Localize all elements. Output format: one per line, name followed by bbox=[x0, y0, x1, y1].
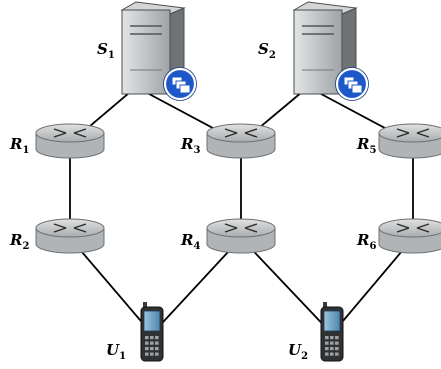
link-r4-u1 bbox=[151, 237, 242, 335]
label-u2-base: U bbox=[288, 341, 302, 359]
phone-u2-icon bbox=[320, 302, 344, 362]
label-r1-sub: 1 bbox=[22, 145, 30, 156]
label-r4: R4 bbox=[181, 233, 200, 252]
server-s1-icon bbox=[120, 1, 197, 101]
link-r6-u2 bbox=[331, 237, 414, 335]
label-s1-sub: 1 bbox=[107, 50, 115, 61]
label-s1: S1 bbox=[97, 42, 115, 61]
label-r5: R5 bbox=[357, 137, 376, 156]
label-r1-base: R bbox=[10, 135, 23, 153]
devices bbox=[35, 1, 441, 362]
label-r2-sub: 2 bbox=[22, 241, 30, 252]
label-r4-sub: 4 bbox=[193, 241, 201, 252]
label-r1: R1 bbox=[10, 137, 29, 156]
label-s2-base: S bbox=[258, 40, 269, 58]
phone-u1-icon bbox=[140, 302, 164, 362]
label-r4-base: R bbox=[181, 231, 194, 249]
copy-badge-icon bbox=[163, 67, 197, 101]
copy-badge-icon bbox=[335, 67, 369, 101]
router-r2-icon bbox=[35, 218, 105, 254]
router-r3-icon bbox=[206, 123, 276, 159]
label-r5-sub: 5 bbox=[369, 145, 377, 156]
router-r6-icon bbox=[378, 218, 441, 254]
label-r3: R3 bbox=[181, 137, 200, 156]
label-s1-base: S bbox=[97, 40, 108, 58]
server-s2-icon bbox=[292, 1, 369, 101]
label-s2-sub: 2 bbox=[268, 50, 276, 61]
router-r4-icon bbox=[206, 218, 276, 254]
router-r5-icon bbox=[378, 123, 441, 159]
label-r2-base: R bbox=[10, 231, 23, 249]
link-r4-u2 bbox=[240, 237, 333, 335]
label-r6: R6 bbox=[357, 233, 376, 252]
link-r2-u1 bbox=[69, 237, 153, 335]
label-r6-base: R bbox=[357, 231, 370, 249]
router-r1-icon bbox=[35, 123, 105, 159]
label-u2: U2 bbox=[288, 343, 308, 362]
label-u1-base: U bbox=[106, 341, 120, 359]
label-r6-sub: 6 bbox=[369, 241, 377, 252]
label-r3-sub: 3 bbox=[193, 145, 201, 156]
label-r2: R2 bbox=[10, 233, 29, 252]
label-r5-base: R bbox=[357, 135, 370, 153]
label-s2: S2 bbox=[258, 42, 276, 61]
label-u1-sub: 1 bbox=[119, 351, 127, 362]
links bbox=[69, 86, 414, 335]
label-r3-base: R bbox=[181, 135, 194, 153]
label-u2-sub: 2 bbox=[301, 351, 309, 362]
label-u1: U1 bbox=[106, 343, 126, 362]
